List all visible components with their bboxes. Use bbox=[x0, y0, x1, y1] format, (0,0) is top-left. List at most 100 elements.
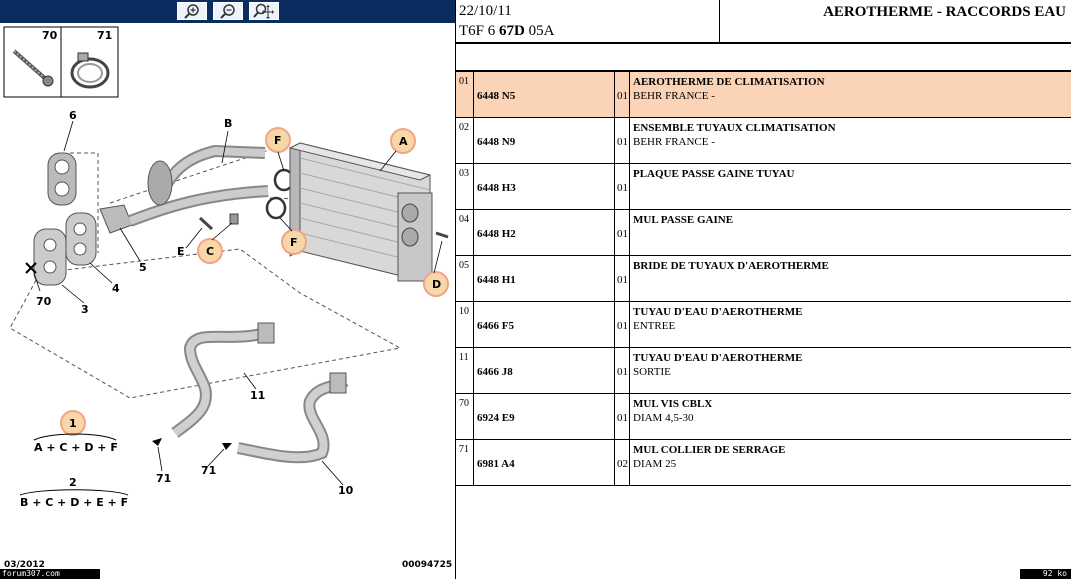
zoom-out-button[interactable] bbox=[213, 2, 243, 20]
header-code-prefix: T6F 6 bbox=[459, 23, 500, 39]
part-quantity: 01 bbox=[617, 136, 628, 148]
part-description: ENSEMBLE TUYAUX CLIMATISATION bbox=[633, 122, 836, 134]
part-subtitle: BEHR FRANCE - bbox=[633, 90, 715, 102]
part-description: MUL VIS CBLX bbox=[633, 398, 713, 410]
screw-e bbox=[198, 216, 214, 231]
part-quantity: 01 bbox=[617, 90, 628, 102]
table-row[interactable]: 03 6448 H3 01 PLAQUE PASSE GAINE TUYAU bbox=[456, 164, 1071, 210]
part-description: MUL PASSE GAINE bbox=[633, 214, 734, 226]
table-row[interactable]: 05 6448 H1 01 BRIDE DE TUYAUX D'AEROTHERME bbox=[456, 256, 1071, 302]
header-code-suffix: 05A bbox=[524, 23, 555, 39]
zoom-toolbar bbox=[0, 0, 455, 23]
heater-core-a bbox=[288, 142, 433, 284]
combo-1-formula: A + C + D + F bbox=[34, 441, 118, 454]
label-10: 10 bbox=[338, 484, 354, 497]
cell-border bbox=[615, 348, 630, 393]
header-rule bbox=[456, 42, 1071, 44]
label-b: B bbox=[224, 117, 232, 130]
screw-d bbox=[435, 231, 449, 239]
part-subtitle: DIAM 4,5-30 bbox=[633, 412, 694, 424]
part-quantity: 01 bbox=[617, 274, 628, 286]
part-subtitle: ENTREE bbox=[633, 320, 676, 332]
label-71-a: 71 bbox=[156, 472, 171, 485]
part-reference[interactable]: 6466 F5 bbox=[477, 320, 514, 332]
label-70: 70 bbox=[36, 295, 52, 308]
label-71-b: 71 bbox=[201, 464, 216, 477]
cell-border bbox=[615, 164, 630, 209]
page-title: AEROTHERME - RACCORDS EAU bbox=[823, 4, 1066, 20]
label-f-bottom: F bbox=[290, 236, 298, 249]
part-subtitle: BEHR FRANCE - bbox=[633, 136, 715, 148]
zoom-pan-button[interactable] bbox=[249, 2, 279, 20]
part-number: 02 bbox=[459, 122, 469, 133]
table-row[interactable]: 02 6448 N9 01 ENSEMBLE TUYAUX CLIMATISATION… bbox=[456, 118, 1071, 164]
zoom-in-icon bbox=[184, 4, 199, 19]
part-description: MUL COLLIER DE SERRAGE bbox=[633, 444, 786, 456]
cell-border bbox=[615, 440, 630, 485]
part-description: TUYAU D'EAU D'AEROTHERME bbox=[633, 306, 803, 318]
cell-border bbox=[474, 164, 615, 209]
part-quantity: 01 bbox=[617, 182, 628, 194]
part-reference[interactable]: 6448 H1 bbox=[477, 274, 516, 286]
part-reference[interactable]: 6924 E9 bbox=[477, 412, 515, 424]
combo-2-formula: B + C + D + E + F bbox=[20, 496, 128, 509]
combo-1-number: 1 bbox=[69, 417, 77, 430]
zoom-out-icon bbox=[220, 4, 235, 19]
file-size: 92 ko bbox=[1020, 569, 1071, 579]
part-subtitle: DIAM 25 bbox=[633, 458, 677, 470]
zoom-pan-icon bbox=[253, 3, 274, 19]
nut-c bbox=[229, 213, 239, 225]
cell-border bbox=[474, 440, 615, 485]
cell-border bbox=[456, 118, 474, 163]
part-number: 05 bbox=[459, 260, 469, 271]
combo-1: 1 A + C + D + F bbox=[33, 417, 118, 454]
cell-border bbox=[474, 118, 615, 163]
site-watermark: forum307.com bbox=[0, 569, 100, 579]
cell-border bbox=[615, 210, 630, 255]
clamp-markers bbox=[152, 438, 232, 450]
part-quantity: 01 bbox=[617, 320, 628, 332]
callouts bbox=[60, 127, 449, 436]
part-reference[interactable]: 6981 A4 bbox=[477, 458, 515, 470]
pipe-10 bbox=[236, 372, 349, 464]
header-code-bold: 67D bbox=[499, 23, 525, 39]
label-6: 6 bbox=[69, 109, 77, 122]
part-reference[interactable]: 6448 N5 bbox=[477, 90, 516, 102]
cell-border bbox=[456, 72, 474, 117]
part-subtitle: SORTIE bbox=[633, 366, 671, 378]
part-4-seal bbox=[65, 212, 97, 266]
part-reference[interactable]: 6466 J8 bbox=[477, 366, 513, 378]
panel-divider bbox=[455, 0, 456, 579]
diagram-date: 03/2012 bbox=[4, 560, 45, 570]
pipe-assembly-b bbox=[127, 144, 269, 227]
part-description: BRIDE DE TUYAUX D'AEROTHERME bbox=[633, 260, 829, 272]
legend-label-70: 70 bbox=[42, 29, 58, 42]
part-reference[interactable]: 6448 H2 bbox=[477, 228, 516, 240]
leader-lines bbox=[33, 120, 443, 486]
diagram-panel: 70 71 bbox=[0, 0, 455, 579]
part-quantity: 01 bbox=[617, 366, 628, 378]
screw-icon bbox=[12, 49, 54, 87]
cell-border bbox=[474, 210, 615, 255]
combo-2-number: 2 bbox=[69, 476, 77, 489]
part-5-bracket bbox=[99, 204, 133, 234]
part-number: 71 bbox=[459, 444, 469, 455]
zoom-in-button[interactable] bbox=[177, 2, 207, 20]
exploded-diagram: 70 71 bbox=[3, 26, 452, 570]
part-description: PLAQUE PASSE GAINE TUYAU bbox=[633, 168, 795, 180]
cell-border bbox=[456, 256, 474, 301]
label-f-top: F bbox=[274, 134, 282, 147]
cell-border bbox=[456, 210, 474, 255]
part-reference[interactable]: 6448 N9 bbox=[477, 136, 516, 148]
part-number: 03 bbox=[459, 168, 469, 179]
part-reference[interactable]: 6448 H3 bbox=[477, 182, 516, 194]
header-code: T6F 6 67D 05A bbox=[459, 23, 554, 40]
cell-border bbox=[615, 256, 630, 301]
header-date: 22/10/11 bbox=[459, 3, 512, 19]
